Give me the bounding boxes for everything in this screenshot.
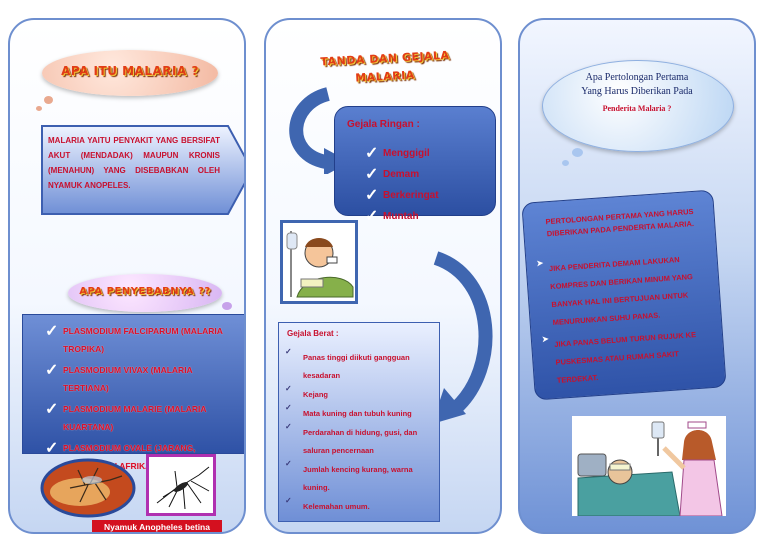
first-aid-list: ➤ JIKA PENDERITA DEMAM LAKUKAN KOMPRES D… <box>536 247 717 389</box>
check-icon: ✓ <box>285 403 292 412</box>
sick-person-frame <box>280 220 358 304</box>
severe-symptom-item: ✓Jumlah kencing kurang, warna kuning. <box>285 459 413 492</box>
definition-arrow-box <box>41 125 244 215</box>
check-icon: ✓ <box>285 496 292 505</box>
cloud-line-3: Penderita Malaria ? <box>602 104 672 113</box>
first-aid-box: PERTOLONGAN PERTAMA YANG HARUS DIBERIKAN… <box>521 189 727 401</box>
curved-arrow-icon <box>432 251 493 424</box>
severe-symptom-item: ✓Panas tinggi diikuti gangguan kesadaran <box>285 347 410 380</box>
panel-signs-symptoms: TANDA DAN GEJALA MALARIA Gejala Ringan :… <box>264 18 502 534</box>
mosquito-icon <box>156 466 210 510</box>
check-icon: ✓ <box>365 166 379 183</box>
cloud-bubble <box>572 148 583 157</box>
causes-box: ✓ PLASMODIUM FALCIPARUM (MALARIA TROPIKA… <box>22 314 244 471</box>
panel1-title: APA ITU MALARIA ? <box>61 64 199 78</box>
cloud-bubble <box>36 106 42 111</box>
cloud-bubble <box>222 302 232 310</box>
check-icon: ✓ <box>285 384 292 393</box>
mild-symptom-item: ✓Berkeringat <box>365 187 439 204</box>
mild-symptom-item: ✓Menggigil <box>365 145 430 162</box>
check-icon: ✓ <box>365 208 379 225</box>
check-icon: ✓ <box>365 145 379 162</box>
severe-symptom-item: ✓Mata kuning dan tubuh kuning <box>285 403 412 418</box>
check-icon: ✓ <box>45 440 59 457</box>
causes-cloud <box>68 274 222 312</box>
sick-person-icon <box>286 231 354 298</box>
check-icon: ✓ <box>285 347 292 356</box>
cloud-bubble <box>562 160 569 166</box>
severe-symptoms-title: Gejala Berat : <box>287 329 339 338</box>
causes-list: ✓ PLASMODIUM FALCIPARUM (MALARIA TROPIKA… <box>45 321 239 474</box>
mild-symptoms-box: Gejala Ringan : ✓Menggigil ✓Demam ✓Berke… <box>334 106 496 225</box>
cause-item: ✓ PLASMODIUM FALCIPARUM (MALARIA TROPIKA… <box>45 323 223 354</box>
mild-symptoms-list: ✓Menggigil ✓Demam ✓Berkeringat ✓Muntah <box>365 143 439 225</box>
panel-what-is-malaria: APA ITU MALARIA ? MALARIA YAITU PENYAKIT… <box>8 18 246 534</box>
question-cloud <box>542 60 734 152</box>
panel-first-aid: Apa Pertolongan Pertama Yang Harus Diber… <box>518 18 756 534</box>
cloud-line-2: Yang Harus Diberikan Pada <box>581 86 693 97</box>
severe-symptoms-box: Gejala Berat : ✓Panas tinggi diikuti gan… <box>278 322 440 522</box>
nurse-patient-image <box>572 416 726 517</box>
check-icon: ✓ <box>45 401 59 418</box>
check-icon: ✓ <box>45 323 59 340</box>
cause-item: ✓ PLASMODIUM MALARIE (MALARIA KUARTANA) <box>45 401 207 432</box>
mild-symptoms-title: Gejala Ringan : <box>347 119 420 130</box>
severe-symptom-item: ✓Kejang <box>285 384 329 399</box>
title-cloud <box>42 50 218 96</box>
cloud-line-1: Apa Pertolongan Pertama <box>585 72 689 83</box>
severe-symptoms-list: ✓Panas tinggi diikuti gangguan kesadaran… <box>285 347 435 514</box>
image-caption: Nyamuk Anopheles betina <box>92 520 222 532</box>
check-icon: ✓ <box>285 422 292 431</box>
check-icon: ✓ <box>285 459 292 468</box>
severe-symptom-item: ✓Kelemahan umum. <box>285 496 370 511</box>
cloud-bubble <box>44 96 53 104</box>
check-icon: ✓ <box>45 362 59 379</box>
nurse-icon <box>577 421 723 517</box>
malaria-definition: MALARIA YAITU PENYAKIT YANG BERSIFAT AKU… <box>48 136 220 190</box>
severe-symptom-item: ✓Perdarahan di hidung, gusi, dan saluran… <box>285 422 418 455</box>
mild-symptom-item: ✓Muntah <box>365 208 419 225</box>
first-aid-item: ➤ JIKA PENDERITA DEMAM LAKUKAN KOMPRES D… <box>536 255 694 328</box>
cause-item: ✓ PLASMODIUM VIVAX (MALARIA TERTIANA) <box>45 362 193 393</box>
check-icon: ✓ <box>365 187 379 204</box>
mosquito-photo-frame <box>146 454 216 516</box>
first-aid-item: ➤ JIKA PANAS BELUM TURUN RUJUK KE PUSKES… <box>541 330 697 385</box>
arrow-bullet-icon: ➤ <box>541 334 549 344</box>
mosquito-on-skin-image <box>40 458 136 518</box>
arrow-bullet-icon: ➤ <box>536 258 544 269</box>
causes-title: APA PENYEBABNYA ?? <box>79 286 211 297</box>
first-aid-title: PERTOLONGAN PERTAMA YANG HARUS DIBERIKAN… <box>545 206 695 239</box>
mild-symptom-item: ✓Demam <box>365 166 420 183</box>
